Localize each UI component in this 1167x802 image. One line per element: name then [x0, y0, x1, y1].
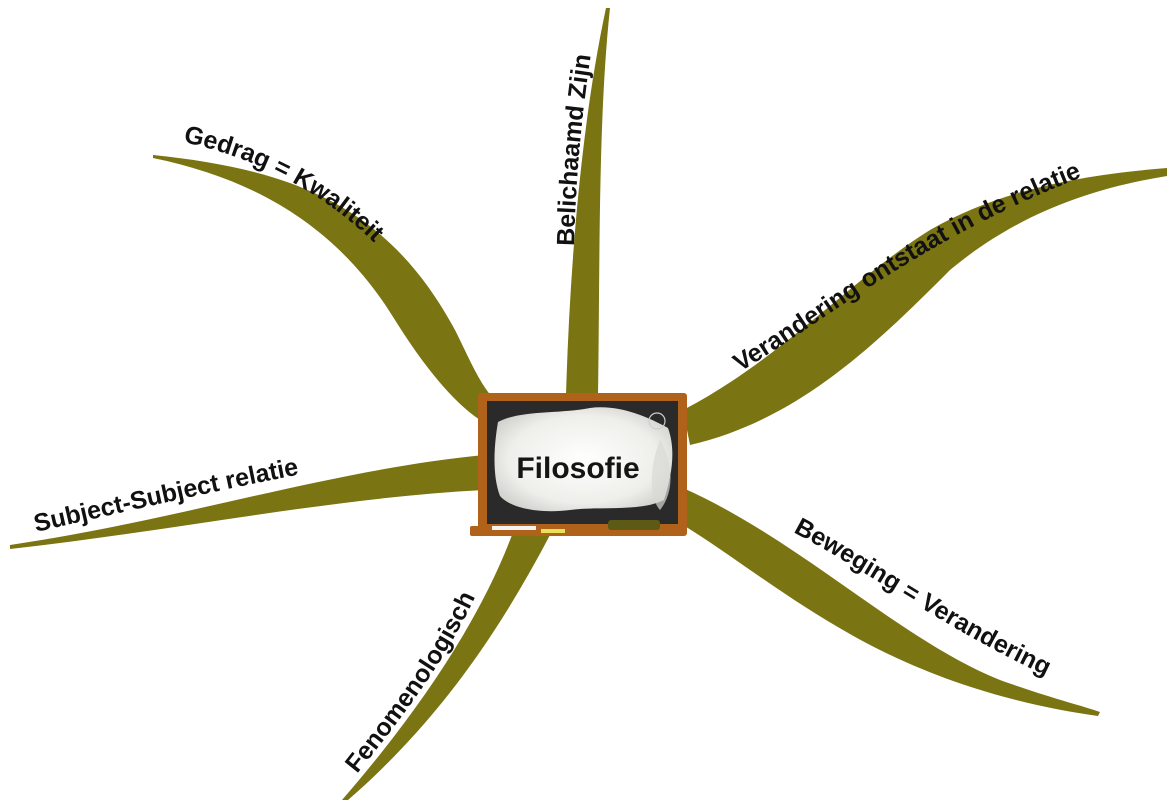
chalk-smudge [494, 407, 673, 512]
center-title: Filosofie [516, 452, 639, 485]
branch-fenomenologisch [342, 535, 550, 800]
chalk-smudge-2 [651, 440, 671, 510]
branch-gedrag [153, 155, 495, 420]
branches [10, 8, 1167, 800]
branch-belichaamd [566, 8, 610, 395]
chalk-piece-white [492, 526, 536, 530]
center-node: Filosofie [470, 393, 687, 536]
label-fenomenologisch: Fenomenologisch [340, 587, 481, 778]
label-verandering-relatie: Verandering ontstaat in de relatie [728, 157, 1084, 378]
label-gedrag: Gedrag = Kwaliteit [182, 120, 390, 247]
branch-beweging [683, 488, 1100, 716]
branch-verandering [683, 168, 1167, 445]
chalk-scribble [648, 412, 666, 430]
chalk-piece-yellow [541, 529, 565, 533]
board-eraser [608, 520, 660, 530]
branch-subject [10, 455, 484, 549]
